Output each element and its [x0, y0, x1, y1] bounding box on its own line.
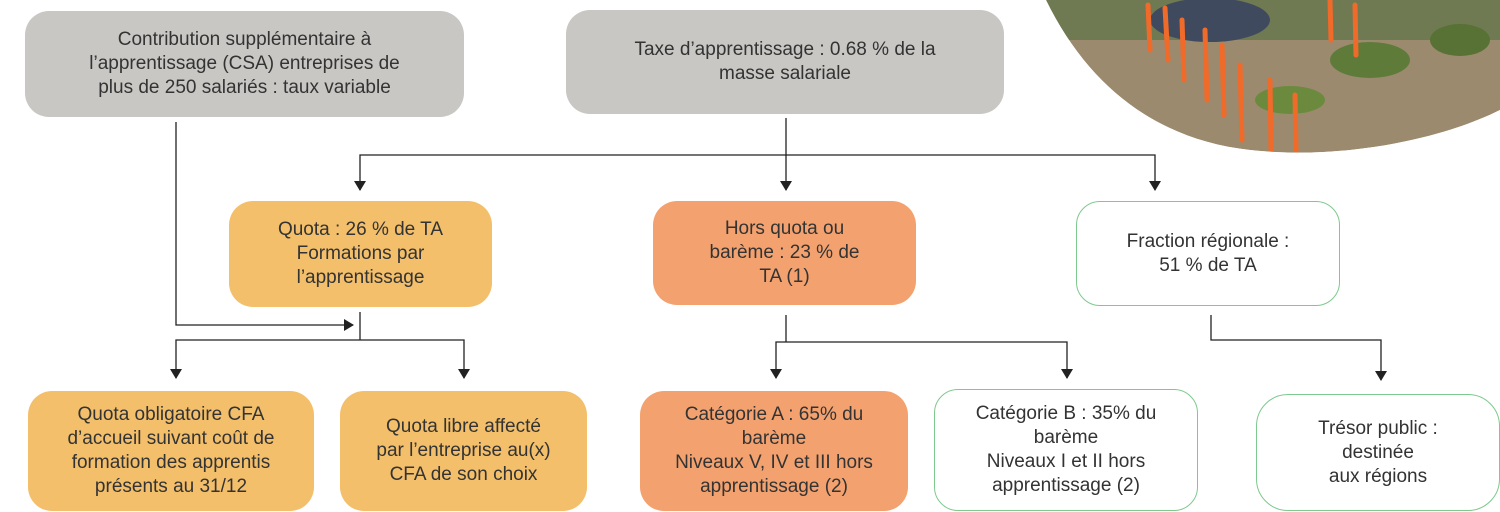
categorie-b-text: Catégorie B : 35% du barème Niveaux I et… — [975, 403, 1157, 496]
taxe-apprentissage-box: Taxe d’apprentissage : 0.68 % de la mass… — [566, 10, 1004, 114]
quota-text: Quota : 26 % de TA Formations par l’appr… — [277, 219, 444, 288]
categorie-b-box: Catégorie B : 35% du barème Niveaux I et… — [934, 389, 1198, 511]
arrow-quota-to-libre — [360, 339, 470, 379]
tresor-public-box: Trésor public : destinée aux régions — [1256, 394, 1500, 511]
arrow-quota-to-obligatoire — [170, 339, 360, 379]
fraction-regionale-box: Fraction régionale : 51 % de TA — [1076, 201, 1340, 306]
tresor-public-text: Trésor public : destinée aux régions — [1318, 417, 1438, 487]
quota-box: Quota : 26 % de TA Formations par l’appr… — [229, 201, 492, 307]
categorie-a-box: Catégorie A : 65% du barème Niveaux V, I… — [640, 391, 908, 511]
quota-libre-box: Quota libre affecté par l’entreprise au(… — [340, 391, 587, 511]
arrow-fraction-to-tresor — [1210, 315, 1387, 381]
quota-obligatoire-text: Quota obligatoire CFA d’accueil suivant … — [67, 404, 275, 497]
csa-box: Contribution supplémentaire à l’apprenti… — [25, 11, 464, 117]
quota-libre-text: Quota libre affecté par l’entreprise au(… — [376, 416, 551, 485]
arrow-hors-quota-to-cat-b — [786, 341, 1073, 379]
quota-obligatoire-box: Quota obligatoire CFA d’accueil suivant … — [28, 391, 314, 511]
fraction-regionale-text: Fraction régionale : 51 % de TA — [1126, 230, 1290, 276]
arrow-csa-to-quota — [175, 122, 354, 331]
arrow-taxe-to-fraction — [786, 154, 1161, 191]
arrow-hors-quota-to-cat-a — [770, 341, 786, 379]
hors-quota-text: Hors quota ou barème : 23 % de TA (1) — [709, 218, 860, 287]
categorie-a-text: Catégorie A : 65% du barème Niveaux V, I… — [675, 404, 873, 497]
hors-quota-box: Hors quota ou barème : 23 % de TA (1) — [653, 201, 916, 305]
taxe-apprentissage-text: Taxe d’apprentissage : 0.68 % de la mass… — [634, 39, 936, 84]
csa-text: Contribution supplémentaire à l’apprenti… — [89, 29, 400, 98]
arrow-taxe-to-quota — [354, 154, 786, 191]
